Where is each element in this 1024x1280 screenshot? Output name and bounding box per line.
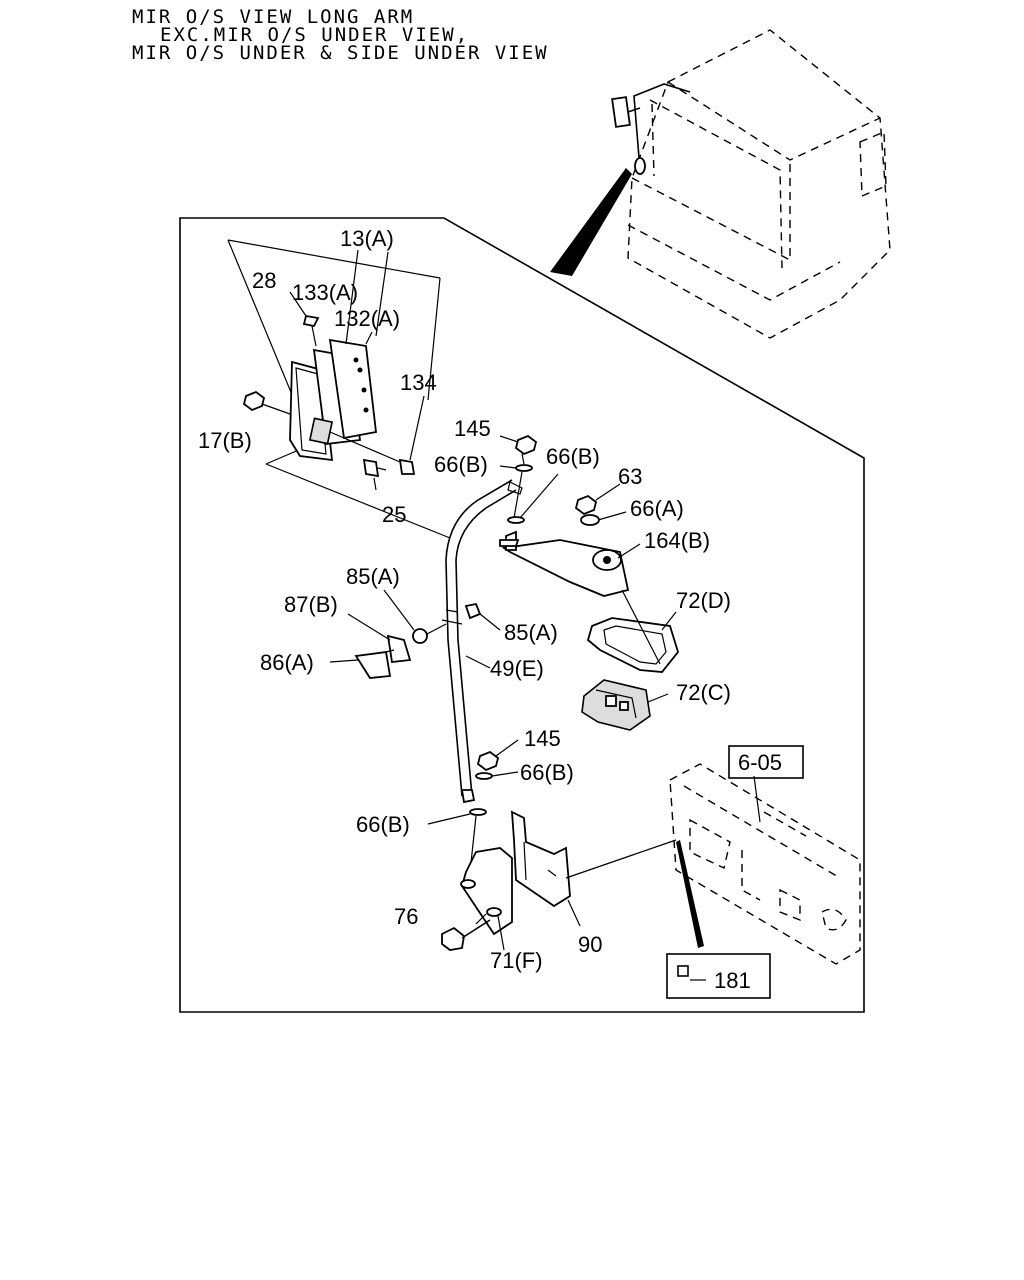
header-line-3: MIR O/S UNDER & SIDE UNDER VIEW bbox=[132, 42, 549, 64]
callout-145-upper: 145 bbox=[454, 416, 491, 441]
mirror-arm bbox=[441, 479, 523, 804]
callout-49E: 49(E) bbox=[490, 656, 544, 681]
diagram-frame bbox=[179, 217, 865, 1013]
bracket-cover bbox=[581, 679, 651, 731]
callout-90: 90 bbox=[578, 932, 602, 957]
upper-bracket bbox=[499, 434, 630, 597]
callout-85A-right: 85(A) bbox=[504, 620, 558, 645]
callout-85A-left: 85(A) bbox=[346, 564, 400, 589]
mirror-assembly bbox=[227, 239, 451, 539]
truck-cab-illustration bbox=[550, 29, 891, 339]
callout-66B-upper-right: 66(B) bbox=[546, 444, 600, 469]
callout-66B-lower-right: 66(B) bbox=[520, 760, 574, 785]
callout-17B: 17(B) bbox=[198, 428, 252, 453]
arm-clip-parts bbox=[354, 602, 482, 679]
callout-72D: 72(D) bbox=[676, 588, 731, 613]
callout-134: 134 bbox=[400, 370, 437, 395]
callout-87B: 87(B) bbox=[284, 592, 338, 617]
callout-72C: 72(C) bbox=[676, 680, 731, 705]
leader-lines bbox=[289, 249, 761, 981]
callout-133A: 133(A) bbox=[292, 280, 358, 305]
callout-164B: 164(B) bbox=[644, 528, 710, 553]
reference-box-6-05 bbox=[728, 745, 804, 779]
callout-66B-upper-left: 66(B) bbox=[434, 452, 488, 477]
bracket-gasket bbox=[586, 589, 680, 673]
callout-132A: 132(A) bbox=[334, 306, 400, 331]
callout-25: 25 bbox=[382, 502, 406, 527]
callout-13A: 13(A) bbox=[340, 226, 394, 251]
frame-section bbox=[669, 763, 861, 965]
callout-66B-lower-left: 66(B) bbox=[356, 812, 410, 837]
callout-28: 28 bbox=[252, 268, 276, 293]
callout-63: 63 bbox=[618, 464, 642, 489]
callout-76: 76 bbox=[394, 904, 418, 929]
callout-181: 181 bbox=[714, 968, 751, 993]
reference-box-181 bbox=[666, 953, 771, 999]
header-line-2: EXC.MIR O/S UNDER VIEW, bbox=[160, 24, 470, 46]
lower-mounting-parts bbox=[441, 750, 677, 951]
callout-71F: 71(F) bbox=[490, 948, 543, 973]
clip-icon-181 bbox=[677, 965, 689, 977]
callout-86A: 86(A) bbox=[260, 650, 314, 675]
callout-6-05: 6-05 bbox=[738, 750, 782, 775]
callout-66A: 66(A) bbox=[630, 496, 684, 521]
header-line-1: MIR O/S VIEW LONG ARM bbox=[132, 6, 415, 28]
callout-145-lower: 145 bbox=[524, 726, 561, 751]
